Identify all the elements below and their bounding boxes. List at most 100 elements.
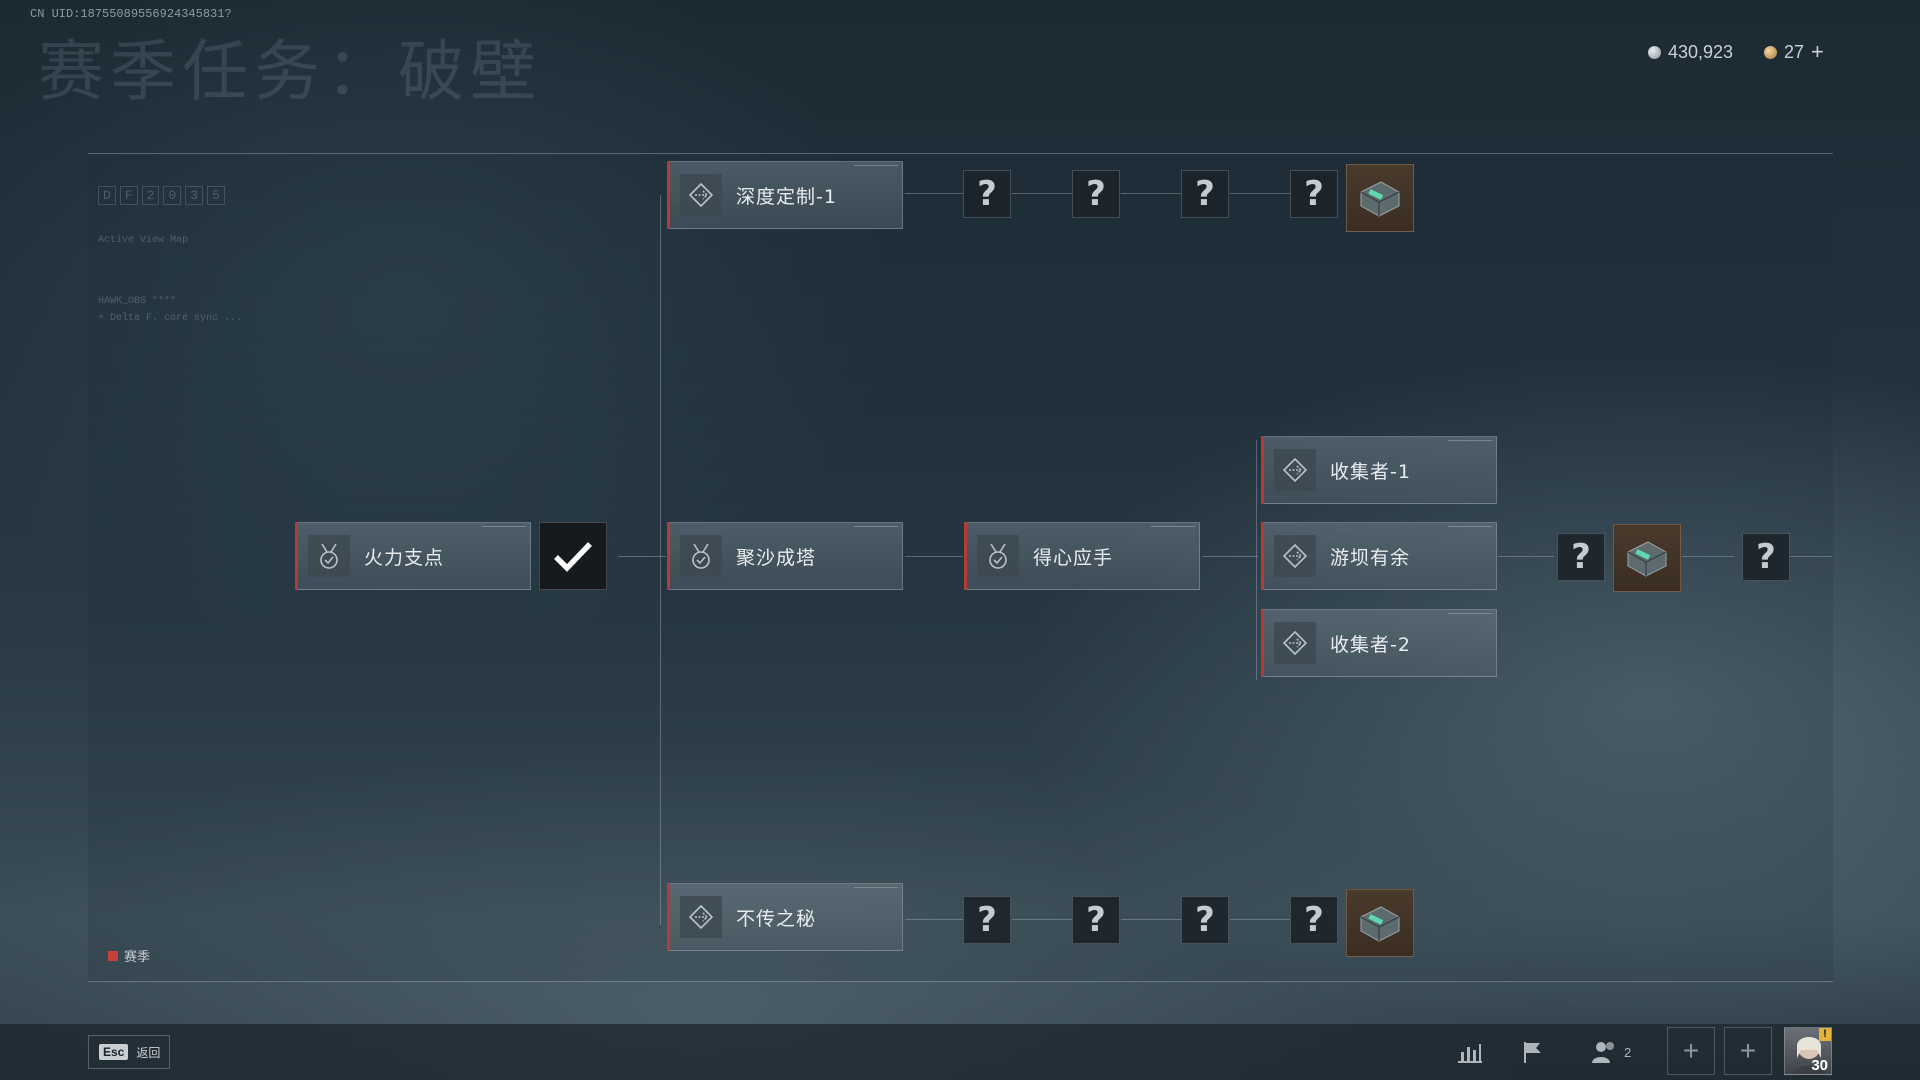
reward-box[interactable] <box>1346 889 1414 957</box>
locked-task-box[interactable]: ? <box>1290 170 1338 218</box>
task-label: 深度定制-1 <box>736 185 837 208</box>
stats-button[interactable] <box>1456 1036 1484 1068</box>
code-char: F <box>119 186 138 205</box>
locked-task-box[interactable]: ? <box>1181 896 1229 944</box>
locked-task-box[interactable]: ? <box>963 896 1011 944</box>
friends-count: 2 <box>1624 1044 1632 1060</box>
task-node-leisure[interactable]: 游坝有余 <box>1261 522 1497 590</box>
task-label: 不传之秘 <box>736 907 817 930</box>
legend-swatch <box>108 950 118 961</box>
completed-check-box[interactable] <box>539 522 607 590</box>
connector <box>1121 919 1181 920</box>
gold-currency[interactable]: 27 + <box>1764 40 1824 64</box>
friends-button[interactable]: 2 <box>1590 1036 1631 1068</box>
trunk-connector <box>660 195 661 925</box>
locked-task-box[interactable]: ? <box>1557 533 1605 581</box>
diamond-arrow-icon <box>1274 622 1316 664</box>
connector <box>1230 919 1290 920</box>
code-char: 5 <box>207 186 225 205</box>
add-currency-button[interactable]: + <box>1811 39 1824 64</box>
task-label: 收集者-2 <box>1330 633 1411 656</box>
connector <box>905 919 963 920</box>
avatar-portrait-icon <box>1793 1037 1825 1074</box>
locked-task-box[interactable]: ? <box>1290 896 1338 944</box>
side-info-line: + Delta F. core sync ... <box>98 313 243 324</box>
code-char: 3 <box>185 186 204 205</box>
node-decoration <box>482 526 526 530</box>
task-node-fire-point[interactable]: 火力支点 <box>295 522 531 590</box>
silver-currency: 430,923 <box>1648 40 1733 64</box>
medal-check-icon <box>680 535 722 577</box>
reward-box[interactable] <box>1346 164 1414 232</box>
add-slot-icon: + <box>1682 1035 1700 1066</box>
reward-crate-icon <box>1627 541 1667 577</box>
locked-task-box[interactable]: ? <box>1181 170 1229 218</box>
esc-key-badge: Esc <box>99 1044 129 1060</box>
task-node-handy[interactable]: 得心应手 <box>964 522 1200 590</box>
bar-chart-icon <box>1458 1044 1482 1063</box>
gold-amount: 27 <box>1784 41 1805 62</box>
node-decoration <box>1151 526 1195 530</box>
uid-label: CN UID:18755089556924345831? <box>30 7 232 21</box>
player-level: 30 <box>1811 1057 1828 1074</box>
check-icon <box>554 542 592 572</box>
season-legend: 赛季 <box>108 946 150 965</box>
reward-box[interactable] <box>1613 524 1681 592</box>
connector <box>905 193 963 194</box>
task-node-collector-1[interactable]: 收集者-1 <box>1261 436 1497 504</box>
connector <box>1682 556 1734 557</box>
locked-task-box[interactable]: ? <box>1072 896 1120 944</box>
task-node-sand-tower[interactable]: 聚沙成塔 <box>667 522 903 590</box>
connector <box>1790 556 1832 557</box>
node-decoration <box>1448 526 1492 530</box>
connector <box>1230 193 1290 194</box>
legend-label: 赛季 <box>124 949 151 964</box>
task-label: 得心应手 <box>1033 546 1114 569</box>
add-slot-icon: + <box>1739 1035 1757 1066</box>
avatar[interactable]: ! 30 <box>1784 1027 1832 1075</box>
task-label: 聚沙成塔 <box>736 546 817 569</box>
task-node-deep-customize-1[interactable]: 深度定制-1 <box>667 161 903 229</box>
node-decoration <box>1448 440 1492 444</box>
connector <box>1202 556 1258 557</box>
diamond-arrow-icon <box>1274 535 1316 577</box>
medal-check-icon <box>308 535 350 577</box>
node-decoration <box>854 526 898 530</box>
connector <box>618 556 666 557</box>
side-info-panel: D F 2 0 3 5 Active View Map HAWK_OBS ***… <box>98 180 278 324</box>
connector <box>905 556 963 557</box>
locked-task-box[interactable]: ? <box>1742 533 1790 581</box>
back-label: 返回 <box>136 1045 161 1060</box>
connector <box>1012 193 1072 194</box>
locked-task-box[interactable]: ? <box>1072 170 1120 218</box>
side-info-line: HAWK_OBS **** <box>98 296 177 307</box>
task-node-secret[interactable]: 不传之秘 <box>667 883 903 951</box>
reward-crate-icon <box>1360 906 1400 942</box>
connector <box>1498 556 1554 557</box>
node-decoration <box>854 165 898 169</box>
df-code: D F 2 0 3 5 <box>98 186 278 205</box>
locked-task-box[interactable]: ? <box>963 170 1011 218</box>
code-char: D <box>98 186 116 205</box>
flag-icon <box>1524 1042 1541 1063</box>
silver-coin-icon <box>1648 45 1661 59</box>
task-node-collector-2[interactable]: 收集者-2 <box>1261 609 1497 677</box>
page-title-watermark: 赛季任务：破壁 <box>38 33 542 110</box>
code-char: 0 <box>163 186 182 205</box>
task-label: 游坝有余 <box>1330 546 1411 569</box>
team-slot-1[interactable]: + <box>1667 1027 1715 1075</box>
bottom-bar <box>0 1024 1920 1080</box>
task-label: 火力支点 <box>364 546 445 569</box>
connector <box>1121 193 1181 194</box>
diamond-arrow-icon <box>680 896 722 938</box>
node-decoration <box>1448 613 1492 617</box>
gold-coin-icon <box>1764 45 1777 59</box>
silver-amount: 430,923 <box>1668 41 1734 62</box>
code-char: 2 <box>141 186 160 205</box>
connector <box>1012 919 1072 920</box>
back-button[interactable]: Esc 返回 <box>88 1035 170 1069</box>
flag-button[interactable] <box>1520 1036 1546 1068</box>
diamond-arrow-icon <box>1274 449 1316 491</box>
node-decoration <box>854 887 898 891</box>
team-slot-2[interactable]: + <box>1724 1027 1772 1075</box>
